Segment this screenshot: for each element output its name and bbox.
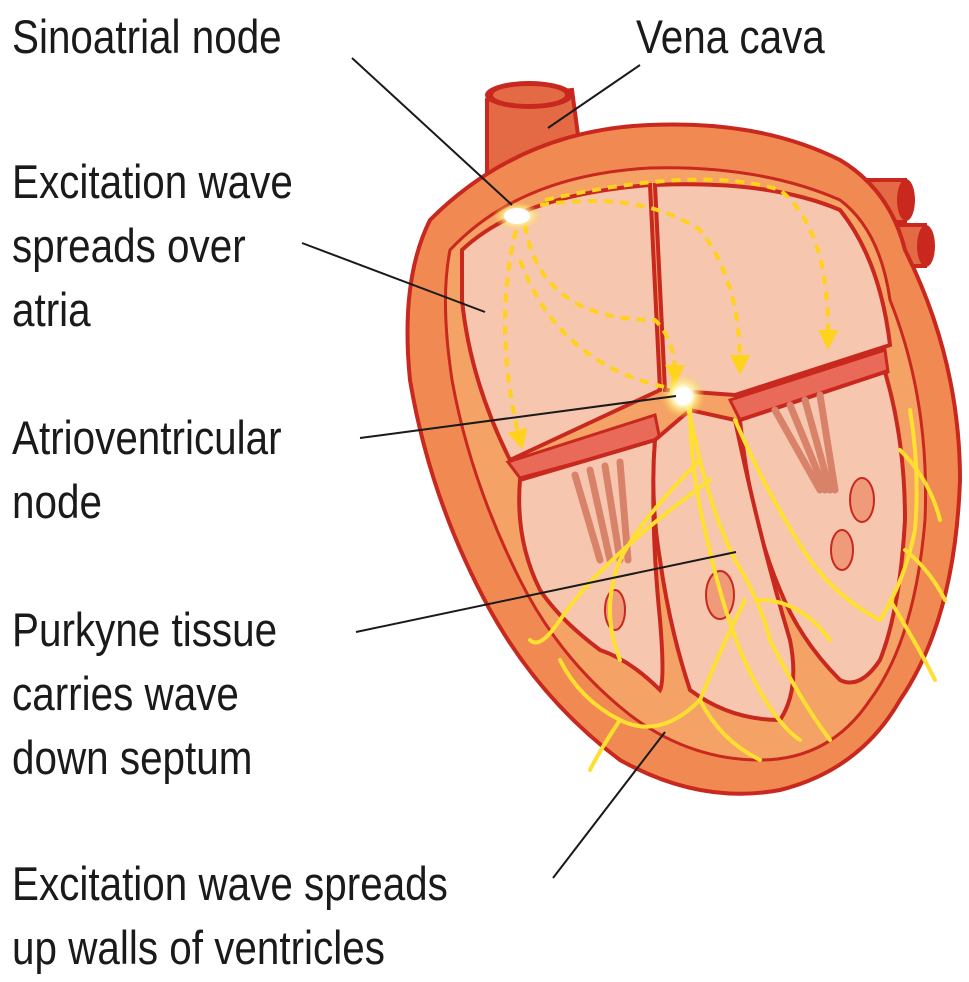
label-text: Excitation wave — [12, 150, 293, 214]
label-text: Sinoatrial node — [12, 5, 282, 69]
sinoatrial-node — [504, 208, 530, 224]
label-text: Purkyne tissue — [12, 598, 277, 662]
papillary-muscle — [850, 478, 874, 522]
label-sinoatrial-node: Sinoatrial node — [12, 5, 282, 69]
label-text: down septum — [12, 726, 277, 790]
label-excitation-ventricles: Excitation wave spreads up walls of vent… — [12, 852, 448, 980]
label-text: spreads over — [12, 214, 293, 278]
label-text: Atrioventricular — [12, 406, 282, 470]
label-text: atria — [12, 278, 293, 342]
atrioventricular-node — [674, 387, 692, 405]
label-excitation-atria: Excitation wave spreads over atria — [12, 150, 293, 342]
label-text: Excitation wave spreads — [12, 852, 448, 916]
label-vena-cava: Vena cava — [636, 5, 825, 69]
label-text: up walls of ventricles — [12, 916, 448, 980]
label-text: carries wave — [12, 662, 277, 726]
label-text: node — [12, 470, 282, 534]
label-atrioventricular-node: Atrioventricular node — [12, 406, 282, 534]
label-text: Vena cava — [636, 5, 825, 69]
label-purkyne-tissue: Purkyne tissue carries wave down septum — [12, 598, 277, 790]
papillary-muscle — [831, 530, 853, 570]
